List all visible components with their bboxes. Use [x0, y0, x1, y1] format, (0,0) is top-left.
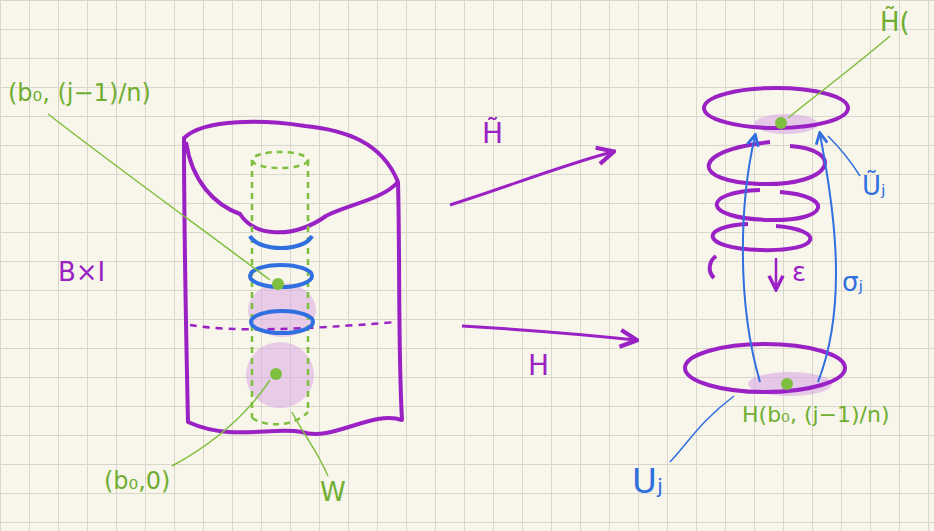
- level-rings: [250, 236, 313, 333]
- product-space: [48, 114, 402, 476]
- sheet: [713, 224, 811, 250]
- map-label: H̃: [482, 118, 503, 150]
- leader-line: [828, 136, 860, 176]
- point-label: H(b₀, (j−1)/n): [742, 402, 890, 427]
- set-label: Uⱼ: [632, 462, 663, 501]
- point: [272, 278, 284, 290]
- cylinder-side: [251, 160, 254, 418]
- sheet: [709, 142, 825, 184]
- lift-arrow: [818, 134, 836, 382]
- space-label: B×I: [58, 258, 105, 288]
- leader-line: [292, 412, 328, 476]
- projection-arrow: [775, 258, 778, 288]
- solid-outline: [184, 122, 402, 434]
- map-arrow: [462, 326, 635, 340]
- leader-line: [788, 36, 890, 118]
- cylinder-top: [252, 152, 308, 168]
- point-label: (b₀,0): [104, 468, 170, 496]
- leader-line: [48, 114, 270, 280]
- ring: [251, 311, 313, 333]
- section-label: σⱼ: [842, 268, 863, 298]
- set-label: Ũⱼ: [862, 172, 886, 202]
- base-circle: [685, 344, 845, 392]
- covering-space: [670, 36, 890, 462]
- point-label: H̃(: [880, 8, 910, 38]
- map-arrow: [450, 152, 612, 205]
- epsilon-label: ε: [792, 258, 806, 288]
- map-label: H: [528, 350, 549, 382]
- set-label: W: [320, 478, 346, 508]
- point-label: (b₀, (j−1)/n): [8, 80, 151, 108]
- cylinder-bottom: [252, 412, 308, 424]
- point: [775, 117, 787, 129]
- neighbourhood-cylinder: [252, 152, 308, 424]
- leader-line: [670, 396, 734, 462]
- cylinder-side: [307, 160, 310, 412]
- point: [781, 378, 793, 390]
- sheet: [710, 256, 716, 278]
- top-edge: [186, 142, 398, 232]
- ring: [250, 236, 312, 248]
- leader-line: [172, 380, 270, 466]
- sheet: [717, 190, 818, 220]
- hidden-edge: [190, 322, 396, 329]
- helix: [685, 88, 848, 392]
- lift-arrow: [743, 136, 760, 382]
- sheet: [704, 88, 848, 128]
- point: [270, 368, 282, 380]
